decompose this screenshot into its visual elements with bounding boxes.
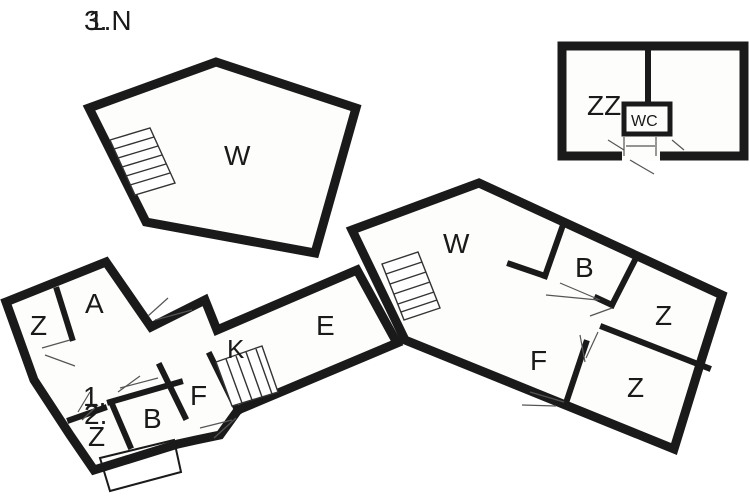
ground-left-stairs (215, 345, 279, 407)
floor-title-b: 1.N (88, 5, 132, 36)
annotation-1: 1. (83, 381, 106, 412)
room-label-zz: ZZ (587, 90, 621, 121)
ground-right-block: W B Z F Z (345, 178, 728, 456)
outbuilding-walls (557, 41, 749, 161)
room-label-upper-w: W (224, 140, 251, 171)
room-label-k: K (227, 334, 245, 364)
floor-title-a: 3. (84, 5, 107, 36)
wc-box (621, 101, 673, 137)
upper-floor-stairs (109, 127, 176, 196)
room-label-z-left: Z (30, 310, 47, 341)
room-label-b-left: B (143, 403, 162, 434)
room-label-f-left: F (190, 380, 207, 411)
outbuilding-block: ZZ WC (557, 41, 749, 175)
room-label-a: A (85, 288, 104, 319)
entrance-porch (98, 438, 183, 493)
room-label-e: E (316, 310, 335, 341)
upper-floor-walls (82, 57, 362, 259)
annotation-2: 2. (84, 399, 107, 430)
room-label-wc: WC (631, 113, 658, 130)
ground-left-walls (0, 256, 404, 476)
ground-right-stairs (381, 251, 441, 321)
room-label-f-right: F (530, 345, 547, 376)
room-label-b-right: B (575, 252, 594, 283)
room-label-z-right-lower: Z (627, 372, 644, 403)
room-label-z-bottom: Z (88, 421, 105, 452)
room-label-w-right: W (443, 228, 470, 259)
room-label-z-right-upper: Z (655, 300, 672, 331)
upper-floor-block: W (82, 57, 362, 259)
ground-left-block: Z A B F K E Z 1. 2. (0, 256, 404, 493)
ground-right-walls (345, 178, 728, 456)
